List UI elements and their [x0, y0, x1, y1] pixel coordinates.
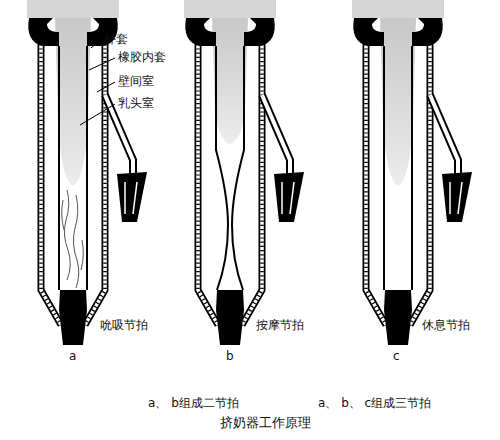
note: a、 b组成二节拍: [148, 396, 239, 410]
caption: 挤奶器工作原理: [220, 416, 311, 430]
leader-line: [80, 104, 115, 125]
phase-label: 按摩节拍: [256, 318, 304, 332]
part-label: 壁间室: [118, 74, 154, 88]
leader-line: [89, 58, 115, 70]
phase-label: 吮吸节拍: [100, 318, 148, 332]
part-label: 外套: [104, 32, 128, 46]
leader-line: [97, 82, 115, 92]
leader-line: [91, 40, 101, 48]
panel-letter: a: [69, 349, 76, 363]
panel-letter: b: [226, 349, 234, 363]
panel-letter: c: [393, 349, 400, 363]
part-label: 乳头室: [118, 96, 154, 110]
note: a、 b、 c组成三节拍: [318, 396, 431, 410]
part-label: 橡胶内套: [118, 50, 166, 64]
phase-label: 休息节拍: [422, 318, 470, 332]
